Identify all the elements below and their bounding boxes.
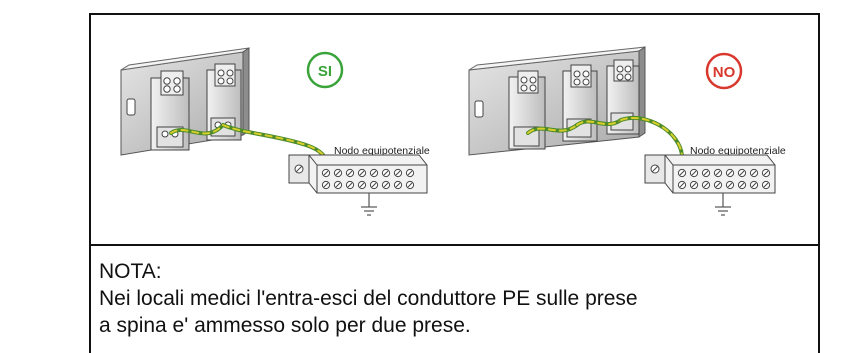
socket-module-1-icon [150,70,190,151]
equipotential-node-icon [644,154,776,194]
ground-icon [361,193,377,216]
socket-module-1-icon [508,70,546,150]
panel-no: NO Nodo equipotenziale [468,46,786,216]
divider [91,244,818,246]
badge-no-icon: NO [705,52,743,90]
note-block: NOTA: Nei locali medici l'entra-esci del… [99,258,809,339]
illustration: SI Nodo equipotenziale [91,15,818,244]
badge-si-label: SI [318,63,332,80]
note-line-1: Nei locali medici l'entra-esci del condu… [99,287,638,310]
panel-si: SI Nodo equipotenziale [120,47,430,216]
badge-no-label: NO [713,64,736,81]
equipotential-node-icon [288,154,428,194]
node-label-right: Nodo equipotenziale [690,145,786,157]
ground-icon [715,193,731,216]
badge-si-icon: SI [306,51,344,89]
node-label-left: Nodo equipotenziale [334,145,430,157]
figure-frame: SI Nodo equipotenziale [89,13,820,353]
note-line-2: a spina e' ammesso solo per due prese. [99,314,471,337]
note-title: NOTA: [99,260,162,283]
